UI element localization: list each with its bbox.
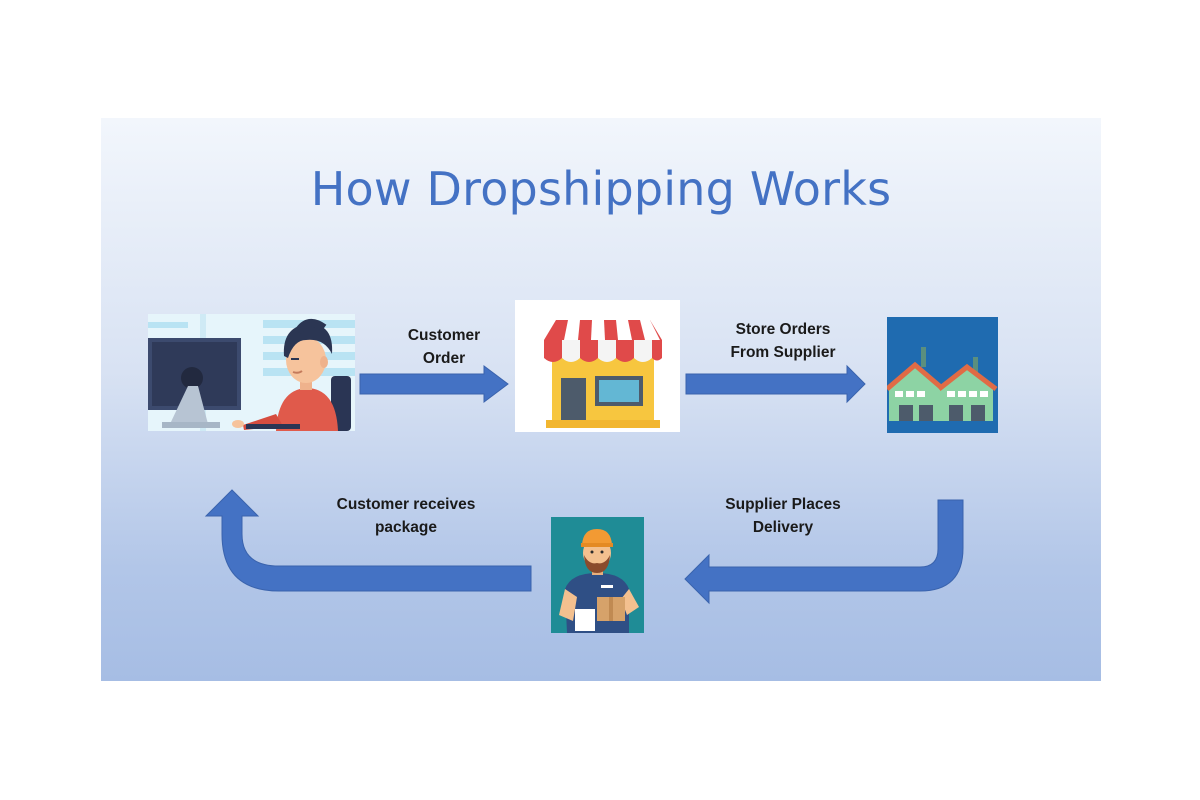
label-supplier-places: Supplier Places Delivery [701,493,865,539]
flow-arrows [204,364,964,605]
label-customer-order-line2: Order [422,350,466,367]
delivery-panel [551,517,644,633]
label-supplier-places-line1: Supplier Places [725,496,841,513]
store-panel [515,300,680,432]
storefront-icon [544,320,662,428]
arrow-delivery-to-customer [204,489,532,592]
delivery-man-icon [551,517,644,633]
warehouse-icon [887,317,998,433]
arrow-customer-to-store [359,365,509,403]
customer-panel [148,314,355,431]
label-customer-receives-line2: package [374,519,438,536]
label-supplier-places-line2: Delivery [752,519,814,536]
label-customer-receives-line1: Customer receives [336,496,476,513]
arrow-store-to-warehouse [685,364,866,404]
label-customer-order: Customer Order [384,324,504,370]
diagram-title: How Dropshipping Works [310,162,892,216]
customer-at-computer-icon [148,314,355,431]
label-customer-receives: Customer receives package [311,493,501,539]
arrow-warehouse-to-delivery [684,499,964,605]
label-store-orders-line1: Store Orders [735,321,831,338]
warehouse-panel [887,317,998,433]
label-store-orders: Store Orders From Supplier [701,318,865,364]
label-customer-order-line1: Customer [407,327,481,344]
slide: How Dropshipping Works Customer Order St… [101,118,1101,681]
label-store-orders-line2: From Supplier [730,344,836,361]
